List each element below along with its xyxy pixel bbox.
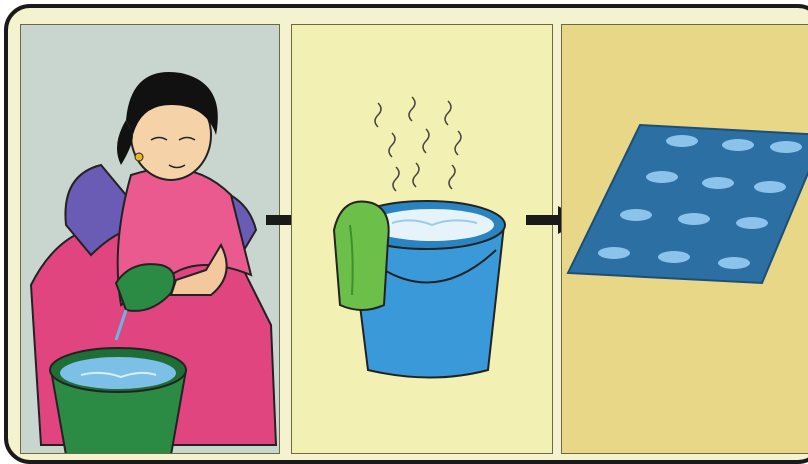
panel-drying [561,24,808,454]
bucket-with-hot-water-icon [292,25,553,454]
panel-soaking [291,24,553,454]
panel-washing [20,24,280,454]
illustration-frame [4,4,808,464]
cloth-drying-flat-icon [562,25,808,454]
woman-washing-cloth-icon [21,25,280,454]
